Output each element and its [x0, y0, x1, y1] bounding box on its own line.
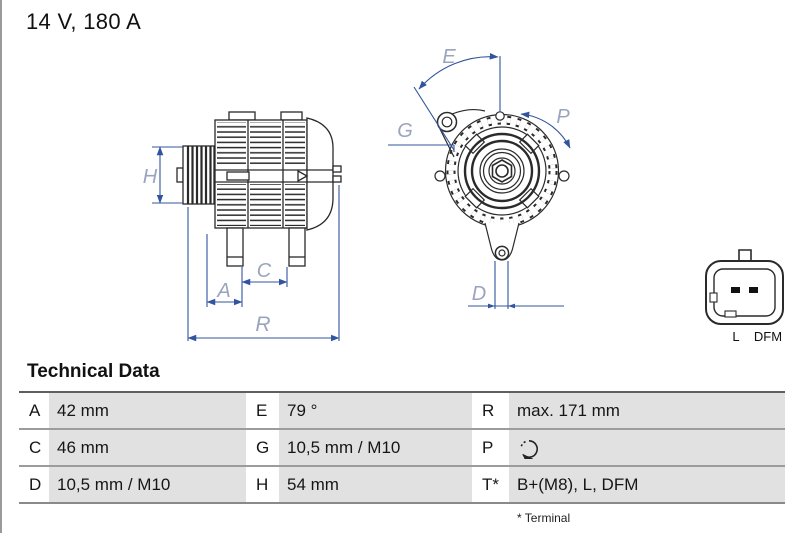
cell-value-P [509, 430, 785, 465]
top-hole [495, 111, 505, 121]
cell-key-G: G [256, 437, 270, 457]
cell-value-G: 10,5 mm / M10 [279, 430, 472, 465]
technical-data-table: A 42 mm E 79 ° R max. 171 mm C 46 mm G 1… [19, 391, 785, 504]
pulley [176, 145, 215, 205]
connector-pin-DFM [749, 287, 758, 293]
alternator-front-view: E G P D [388, 46, 571, 309]
dim-label-P: P [556, 106, 570, 128]
cell-key-D: D [29, 474, 42, 494]
dim-label-A: A [216, 280, 230, 302]
alternator-body-side [214, 111, 342, 267]
shaft-nut-hex [491, 159, 513, 183]
dim-label-G: G [397, 120, 413, 142]
connector-label-DFM: DFM [754, 329, 782, 344]
table-row: C 46 mm G 10,5 mm / M10 P [19, 430, 785, 467]
side-view-dimensions [152, 146, 340, 342]
mounting-lug-top [436, 108, 486, 158]
table-row: A 42 mm E 79 ° R max. 171 mm [19, 393, 785, 430]
cell-value-D: 10,5 mm / M10 [49, 467, 246, 502]
terminal-footnote: * Terminal [517, 511, 571, 525]
technical-drawing: H A C R [143, 46, 784, 344]
cell-value-E: 79 ° [279, 393, 472, 428]
cell-key-E: E [256, 400, 268, 420]
dim-label-H: H [143, 166, 158, 188]
rotation-clockwise-icon [520, 439, 538, 459]
page-title: 14 V, 180 A [26, 9, 142, 34]
connector-label-L: L [732, 329, 739, 344]
dim-label-D: D [472, 283, 486, 305]
cell-value-T: B+(M8), L, DFM [509, 467, 785, 502]
cell-value-A: 42 mm [49, 393, 246, 428]
cell-value-R: max. 171 mm [509, 393, 785, 428]
dim-label-E: E [442, 46, 456, 68]
front-view-dimensions [388, 53, 571, 309]
connector-pin-L [731, 287, 740, 293]
technical-data-section: Technical Data A 42 mm E 79 ° R max. 171… [19, 360, 785, 525]
cell-value-C: 46 mm [49, 430, 246, 465]
cell-key-P: P [482, 437, 494, 457]
cell-key-C: C [29, 437, 42, 457]
mounting-lug-bottom [484, 222, 520, 261]
cell-key-A: A [29, 400, 41, 420]
cell-value-H: 54 mm [279, 467, 472, 502]
alternator-side-view: H A C R [143, 111, 342, 342]
technical-data-heading: Technical Data [27, 361, 160, 382]
cell-key-H: H [256, 474, 269, 494]
table-row: D 10,5 mm / M10 H 54 mm T* B+(M8), L, DF… [19, 467, 785, 504]
dim-label-C: C [257, 260, 272, 282]
cell-key-R: R [482, 400, 495, 420]
cell-key-T: T* [482, 474, 499, 494]
dim-label-R: R [255, 313, 270, 336]
connector-diagram: L DFM [705, 249, 784, 344]
